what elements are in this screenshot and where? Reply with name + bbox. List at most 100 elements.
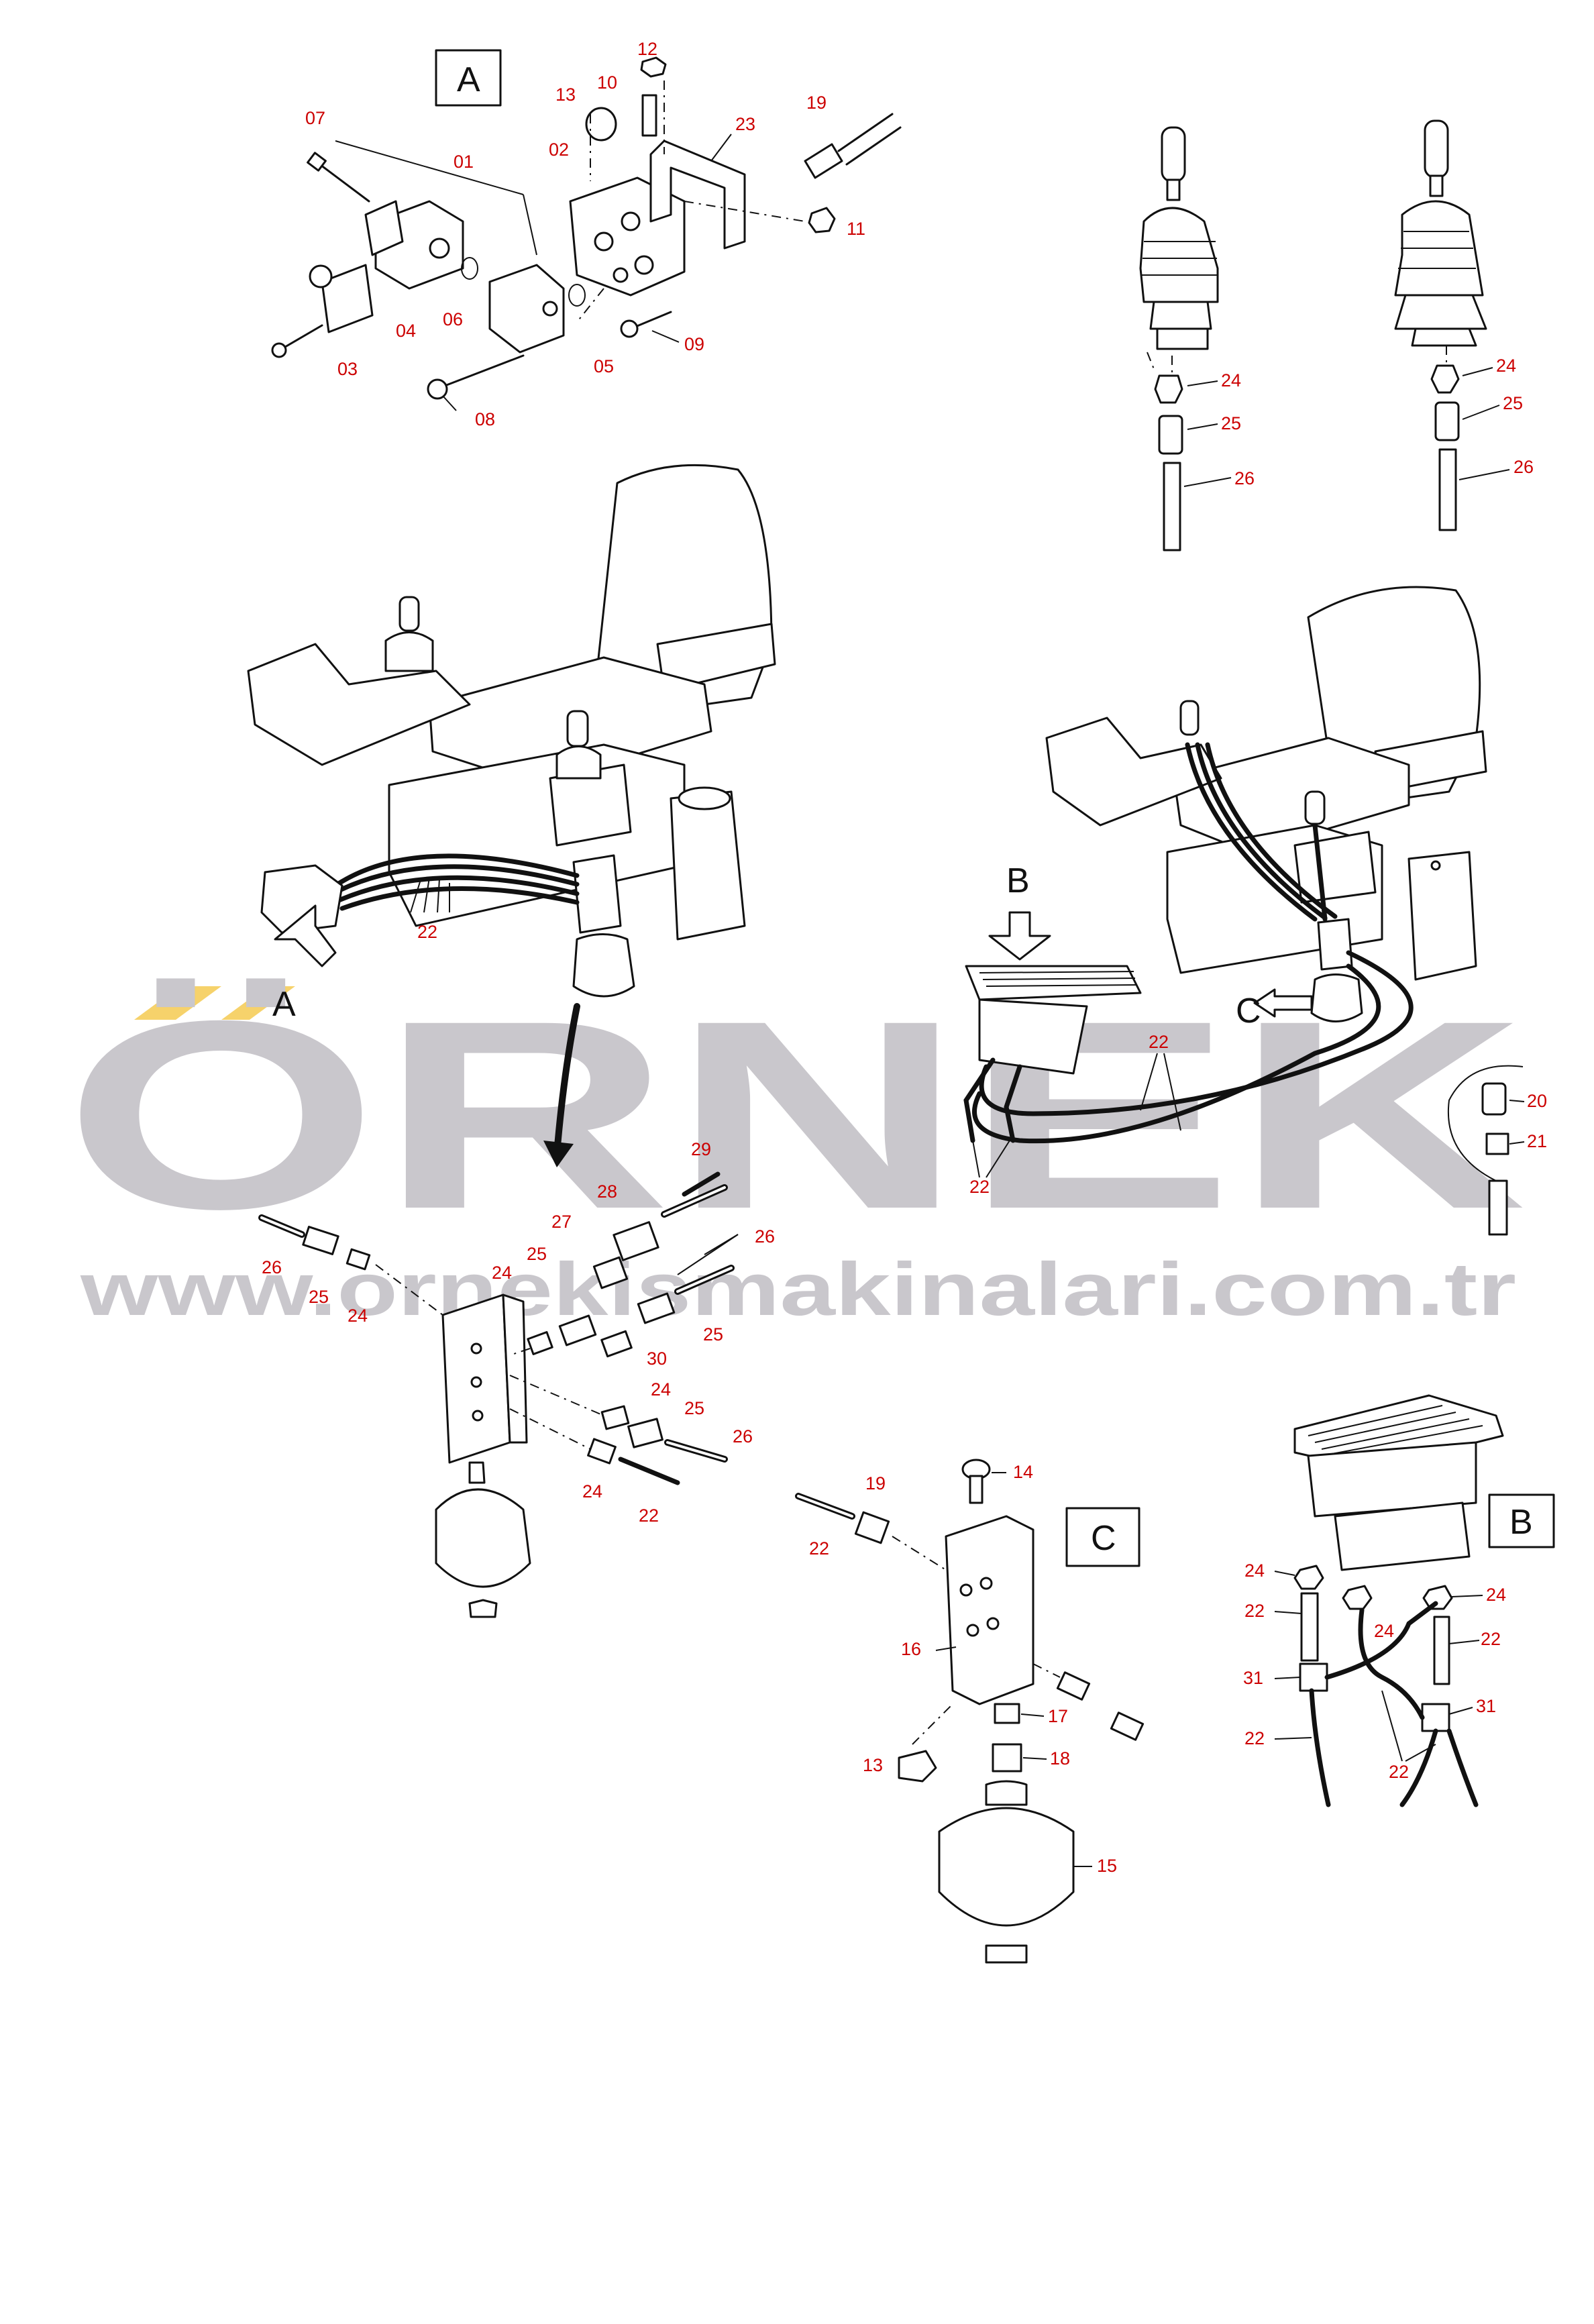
label-26-joy-right: 26 <box>1513 457 1534 477</box>
view-b-arrow <box>988 911 1051 961</box>
label-30: 30 <box>647 1349 667 1369</box>
label-26-man-b: 26 <box>755 1226 775 1247</box>
label-31-b: 31 <box>1476 1696 1496 1716</box>
label-04: 04 <box>396 321 416 341</box>
joystick-detail-right: 24 25 26 <box>1394 119 1534 531</box>
label-06: 06 <box>443 309 463 329</box>
side-box <box>670 790 746 941</box>
label-27: 27 <box>551 1212 572 1232</box>
hose-26-left <box>1163 462 1181 551</box>
label-22-c: 22 <box>809 1538 829 1559</box>
label-10: 10 <box>597 72 617 93</box>
label-01: 01 <box>454 152 474 172</box>
label-22-seat-right-b: 22 <box>969 1177 990 1197</box>
label-26-man-c: 26 <box>733 1426 753 1446</box>
label-25-man-d: 25 <box>684 1398 704 1418</box>
tee-31-right <box>1421 1703 1450 1732</box>
watermark: ÖRNEK www.ornekismakinalari.com.tr <box>64 965 1526 1331</box>
label-24-b-b: 24 <box>1374 1621 1394 1641</box>
valve-block <box>488 264 565 354</box>
label-16: 16 <box>901 1639 921 1659</box>
label-19-top: 19 <box>806 93 827 113</box>
label-20: 20 <box>1527 1091 1547 1111</box>
view-b-pointer-letter: B <box>1006 861 1030 900</box>
label-26-man-a: 26 <box>262 1257 282 1277</box>
view-a-labels: 07 01 02 12 10 13 23 19 11 04 06 03 05 0… <box>305 39 865 429</box>
manifold-exploded <box>258 1171 735 1618</box>
label-22-b-a: 22 <box>1244 1601 1265 1621</box>
connector-plug <box>321 264 374 333</box>
view-c-exploded: C <box>795 1459 1145 1964</box>
label-19-c: 19 <box>865 1473 886 1493</box>
label-22-man: 22 <box>639 1506 659 1526</box>
label-24-joy-right: 24 <box>1496 356 1516 376</box>
watermark-brand: ÖRNEK <box>64 965 1526 1265</box>
label-05: 05 <box>594 356 614 376</box>
view-c-pointer-letter: C <box>1236 992 1261 1031</box>
mounting-bracket <box>649 140 746 250</box>
tee-31-left <box>1299 1662 1328 1692</box>
label-24-b-c: 24 <box>1486 1585 1506 1605</box>
label-28: 28 <box>597 1181 617 1202</box>
label-24-man-d: 24 <box>582 1481 602 1501</box>
view-a-letter: A <box>457 60 480 99</box>
label-25-joy-left: 25 <box>1221 413 1241 433</box>
label-12: 12 <box>637 39 657 59</box>
label-25-man-a: 25 <box>309 1287 329 1307</box>
label-15: 15 <box>1097 1856 1117 1876</box>
seat-solenoid-valve <box>260 864 343 934</box>
label-24-joy-left: 24 <box>1221 370 1241 390</box>
label-25-joy-right: 25 <box>1503 393 1523 413</box>
label-24-b-a: 24 <box>1244 1561 1265 1581</box>
seat-accumulator <box>572 933 635 998</box>
label-22-b-c: 22 <box>1244 1728 1265 1748</box>
watermark-dot-right <box>221 986 295 1020</box>
manifold-accumulator <box>435 1488 531 1588</box>
label-14: 14 <box>1013 1462 1033 1482</box>
view-c-labels: 14 19 22 16 17 18 13 15 <box>809 1462 1117 1876</box>
label-02: 02 <box>549 140 569 160</box>
joystick-detail-left: 24 25 26 <box>1139 126 1255 551</box>
view-a-box <box>435 49 502 107</box>
operator-seat-right: B C 22 22 20 21 <box>963 586 1547 1236</box>
view-a-arrow <box>274 904 337 967</box>
seat-base <box>388 743 686 927</box>
label-25-man-c: 25 <box>703 1324 723 1344</box>
manifold-labels: 26 25 24 29 28 27 26 25 24 25 30 24 25 2… <box>262 1139 775 1526</box>
right-seat-accumulator <box>1310 973 1363 1022</box>
label-21: 21 <box>1527 1131 1547 1151</box>
label-24-man-c: 24 <box>651 1379 671 1399</box>
label-07: 07 <box>305 108 325 128</box>
label-24-man-b: 24 <box>492 1263 512 1283</box>
joystick-boot <box>1139 207 1219 303</box>
label-24-man-a: 24 <box>348 1306 368 1326</box>
label-13-c: 13 <box>863 1755 883 1775</box>
label-29: 29 <box>691 1139 711 1159</box>
label-03: 03 <box>337 359 358 379</box>
left-console <box>247 643 471 766</box>
detail-circle <box>1447 1065 1524 1181</box>
valve-block-16 <box>945 1515 1034 1705</box>
label-08: 08 <box>475 409 495 429</box>
label-18: 18 <box>1050 1748 1070 1768</box>
view-b-box <box>1488 1493 1555 1548</box>
label-22-b-b: 22 <box>1481 1629 1501 1649</box>
operator-seat-left: 22 A <box>247 464 776 1167</box>
label-22-b-d: 22 <box>1389 1762 1409 1782</box>
view-c-box <box>1065 1507 1140 1567</box>
label-13-top: 13 <box>555 85 576 105</box>
label-25-man-b: 25 <box>527 1244 547 1264</box>
view-c-letter: C <box>1091 1519 1116 1558</box>
label-17: 17 <box>1048 1706 1068 1726</box>
label-23: 23 <box>735 114 755 134</box>
label-31-a: 31 <box>1243 1668 1263 1688</box>
pedal-b <box>965 965 1142 1001</box>
view-c-arrow <box>1253 988 1313 1018</box>
view-b-labels: 24 22 24 24 22 31 31 22 22 <box>1243 1561 1506 1782</box>
view-a-pointer-letter: A <box>272 985 296 1024</box>
label-11: 11 <box>847 219 865 239</box>
label-22-seat-right-a: 22 <box>1149 1032 1169 1052</box>
label-22-seat-left: 22 <box>417 922 437 942</box>
accumulator-15 <box>938 1807 1075 1927</box>
